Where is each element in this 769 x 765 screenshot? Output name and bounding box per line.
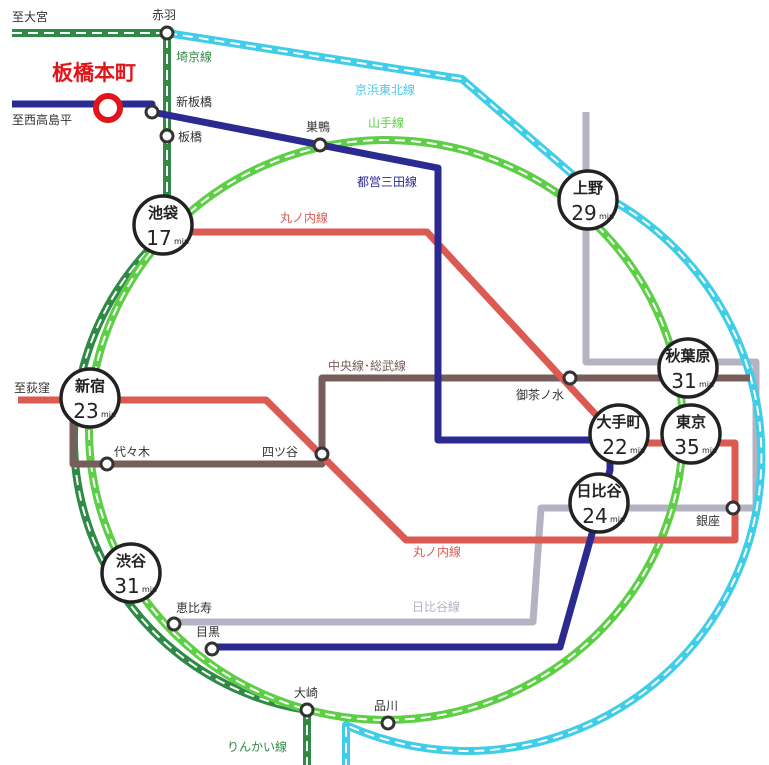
major-station-shibuya-unit: min bbox=[142, 585, 157, 594]
line-label-marunouchi-bottom: 丸ノ内線 bbox=[413, 544, 461, 559]
station-sugamo-marker[interactable] bbox=[312, 137, 328, 153]
chuo-line-path bbox=[69, 374, 750, 468]
major-station-tokyo-marker[interactable] bbox=[660, 403, 722, 465]
major-station-akihabara-name: 秋葉原 bbox=[665, 347, 710, 365]
direction-nishitakashimadaira: 至西高島平 bbox=[12, 112, 72, 127]
major-station-tokyo-unit: min bbox=[702, 446, 717, 455]
station-ginza-marker[interactable] bbox=[725, 500, 741, 516]
origin-station[interactable]: 板橋本町 bbox=[52, 61, 136, 123]
direction-omiya: 至大宮 bbox=[12, 9, 48, 24]
line-label-saikyo: 埼京線 bbox=[176, 49, 212, 64]
major-station-shinjuku-marker[interactable] bbox=[59, 367, 121, 429]
station-yoyogi-label: 代々木 bbox=[114, 445, 150, 459]
major-station-akihabara-minutes: 31 bbox=[671, 369, 696, 393]
small-station-labels: 赤羽 新板橋 板橋 巣鴨 御茶ノ水 四ツ谷 代々木 銀座 恵比寿 目黒 大崎 品… bbox=[114, 8, 720, 713]
keihin-tohoku-line-dash bbox=[166, 32, 763, 765]
station-ebisu-label: 恵比寿 bbox=[176, 601, 212, 615]
major-station-otemachi-marker[interactable] bbox=[588, 403, 650, 465]
station-itabashi-label: 板橋 bbox=[178, 130, 202, 144]
major-station-otemachi-unit: min bbox=[630, 446, 645, 455]
station-shinagawa-label: 品川 bbox=[374, 699, 398, 713]
marunouchi-line bbox=[18, 228, 739, 544]
major-station-hibiya-unit: min bbox=[610, 515, 625, 524]
station-shinagawa-marker[interactable] bbox=[380, 715, 396, 731]
direction-labels: 至大宮 至西高島平 至荻窪 bbox=[12, 9, 72, 395]
line-label-mita: 都営三田線 bbox=[357, 174, 417, 189]
line-label-rinkai: りんかい線 bbox=[227, 739, 287, 754]
station-akabane-marker[interactable] bbox=[159, 25, 175, 41]
major-station-hibiya-name: 日比谷 bbox=[576, 482, 622, 500]
station-yoyogi-marker[interactable] bbox=[99, 456, 115, 472]
major-station-ikebukuro-unit: min bbox=[174, 237, 189, 246]
saikyo-line bbox=[12, 29, 311, 765]
major-station-shinjuku-unit: min bbox=[101, 410, 116, 419]
major-station-ueno-name: 上野 bbox=[573, 179, 603, 197]
chuo-line bbox=[69, 374, 750, 468]
major-station-shibuya-minutes: 31 bbox=[114, 574, 139, 598]
major-station-hibiya-minutes: 24 bbox=[582, 504, 607, 528]
line-label-keihin: 京浜東北線 bbox=[355, 82, 415, 97]
keihin-tohoku-line bbox=[166, 29, 766, 765]
station-shin-itabashi-marker[interactable] bbox=[144, 104, 160, 120]
station-yotsuya-label: 四ツ谷 bbox=[262, 445, 298, 459]
station-shin-itabashi-label: 新板橋 bbox=[176, 94, 212, 109]
major-station-otemachi-minutes: 22 bbox=[602, 435, 627, 459]
major-station-shinjuku-minutes: 23 bbox=[73, 399, 98, 423]
major-station-tokyo-name: 東京 bbox=[676, 413, 706, 431]
station-meguro-label: 目黒 bbox=[196, 625, 220, 639]
station-ochanomizu-label: 御茶ノ水 bbox=[516, 387, 564, 402]
station-ochanomizu-marker[interactable] bbox=[562, 370, 578, 386]
major-station-shinjuku-name: 新宿 bbox=[75, 377, 105, 395]
direction-ogikubo: 至荻窪 bbox=[14, 380, 50, 395]
station-ebisu-marker[interactable] bbox=[166, 616, 182, 632]
origin-station-name: 板橋本町 bbox=[52, 61, 136, 85]
major-station-hibiya-marker[interactable] bbox=[568, 472, 630, 534]
major-station-shinjuku[interactable]: 新宿 23 min bbox=[59, 367, 121, 429]
small-stations bbox=[99, 25, 741, 731]
major-station-tokyo-minutes: 35 bbox=[674, 435, 699, 459]
station-itabashi-marker[interactable] bbox=[159, 128, 175, 144]
station-ginza-label: 銀座 bbox=[696, 513, 720, 528]
line-labels: 埼京線 京浜東北線 山手線 都営三田線 丸ノ内線 中央線･総武線 丸ノ内線 日比… bbox=[176, 49, 461, 754]
major-station-ueno-marker[interactable] bbox=[557, 169, 619, 231]
major-station-tokyo[interactable]: 東京 35 min bbox=[660, 403, 722, 465]
station-sugamo-label: 巣鴨 bbox=[306, 120, 330, 134]
line-label-marunouchi-top: 丸ノ内線 bbox=[280, 210, 328, 225]
station-meguro-marker[interactable] bbox=[204, 641, 220, 657]
major-station-akihabara[interactable]: 秋葉原 31 min bbox=[657, 337, 719, 399]
station-akabane-label: 赤羽 bbox=[152, 8, 176, 22]
major-station-ikebukuro-name: 池袋 bbox=[148, 204, 179, 222]
station-osaki-marker[interactable] bbox=[299, 702, 315, 718]
major-station-otemachi[interactable]: 大手町 22 min bbox=[588, 403, 650, 465]
marunouchi-line-path-top bbox=[18, 228, 739, 544]
origin-station-marker[interactable] bbox=[93, 93, 123, 123]
major-station-ikebukuro-marker[interactable] bbox=[132, 194, 194, 256]
major-station-ikebukuro-minutes: 17 bbox=[146, 226, 171, 250]
major-station-ueno-minutes: 29 bbox=[571, 201, 596, 225]
line-label-yamanote: 山手線 bbox=[368, 115, 404, 130]
station-osaki-label: 大崎 bbox=[294, 686, 318, 700]
major-station-ueno[interactable]: 上野 29 min bbox=[557, 169, 619, 231]
line-label-hibiya: 日比谷線 bbox=[412, 599, 460, 614]
major-station-akihabara-marker[interactable] bbox=[657, 337, 719, 399]
major-station-ikebukuro[interactable]: 池袋 17 min bbox=[132, 194, 194, 256]
major-station-akihabara-unit: min bbox=[699, 380, 714, 389]
line-label-chuo: 中央線･総武線 bbox=[328, 358, 406, 373]
major-station-otemachi-name: 大手町 bbox=[596, 413, 641, 431]
major-station-shibuya[interactable]: 渋谷 31 min bbox=[100, 542, 162, 604]
major-station-shibuya-marker[interactable] bbox=[100, 542, 162, 604]
major-station-shibuya-name: 渋谷 bbox=[116, 552, 147, 570]
major-station-hibiya[interactable]: 日比谷 24 min bbox=[568, 472, 630, 534]
station-yotsuya-marker[interactable] bbox=[314, 446, 330, 462]
major-station-ueno-unit: min bbox=[599, 212, 614, 221]
saikyo-line-dash bbox=[12, 32, 308, 765]
